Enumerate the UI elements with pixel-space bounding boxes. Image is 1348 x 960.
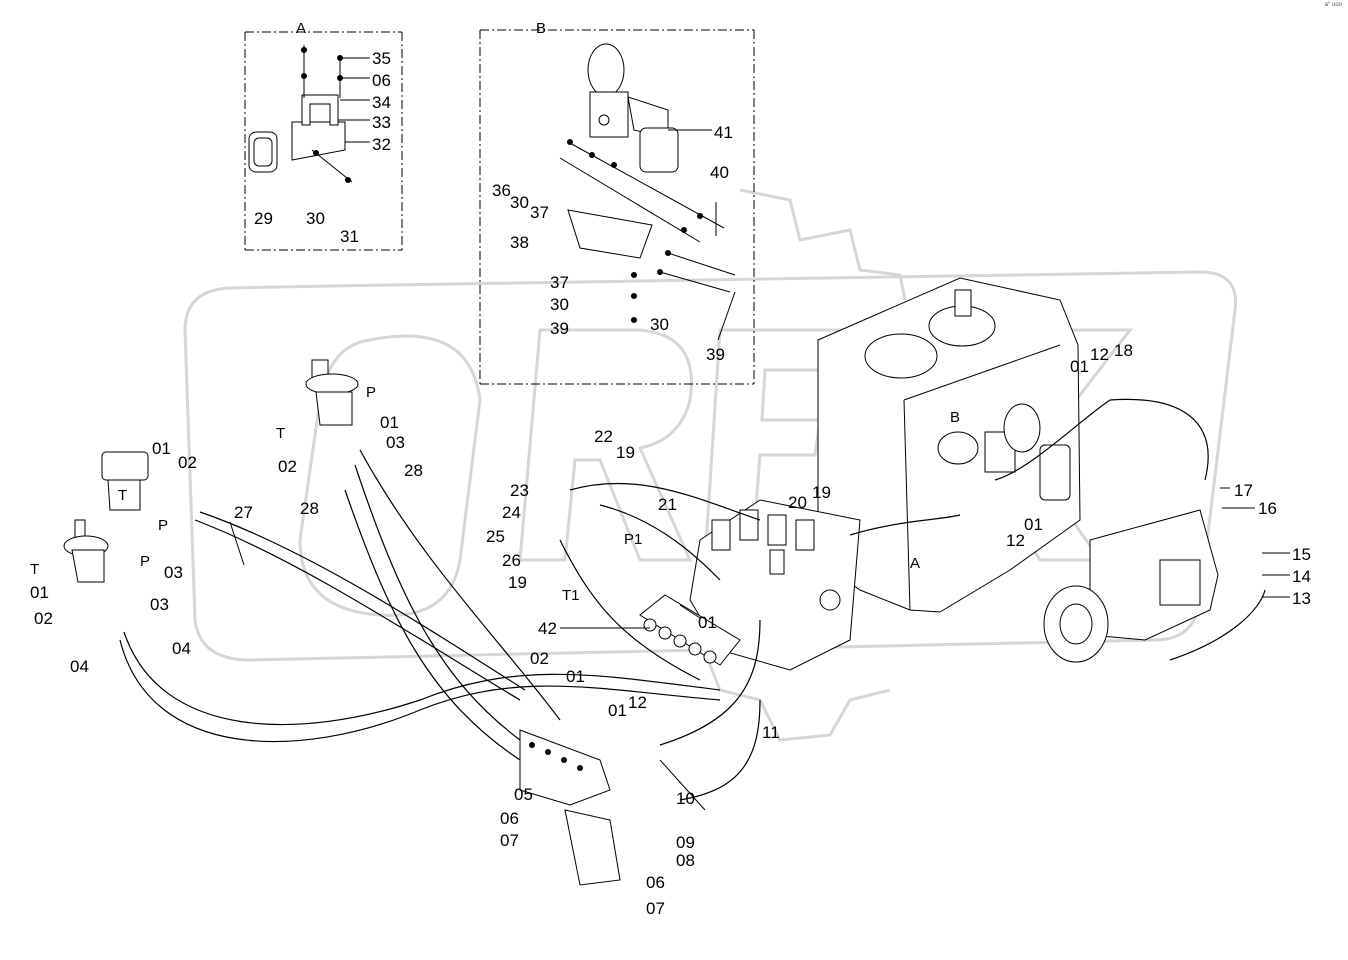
hose-runs	[119, 398, 1266, 801]
pilot-valve-block	[639, 594, 741, 666]
callout-16: 16	[1258, 499, 1277, 518]
callout-p-lf: P	[140, 553, 150, 570]
callout-t-lr: T	[118, 487, 127, 504]
callout-36: 36	[492, 181, 511, 200]
control-valve	[689, 499, 861, 671]
callout-05: 05	[514, 785, 533, 804]
callout-27: 27	[234, 503, 253, 522]
callout-02-mf: 02	[530, 649, 549, 668]
callout-03-right: 03	[386, 433, 405, 452]
callout-02-lr: 02	[178, 453, 197, 472]
callout-01-mf: 01	[566, 667, 585, 686]
callout-33: 33	[372, 113, 391, 132]
callout-numbers: 35 06 34 33 32 29 30 31 41 40 36 30 37 3…	[30, 49, 1311, 918]
callout-b-tank: B	[950, 409, 960, 426]
callout-01-tank-b: 01	[1024, 515, 1043, 534]
callout-p1: P1	[624, 531, 642, 548]
callout-30: 30	[306, 209, 325, 228]
callout-12-tank-b: 12	[1006, 531, 1025, 550]
callout-t-right: T	[276, 425, 285, 442]
callout-32: 32	[372, 135, 391, 154]
callout-02-right: 02	[278, 457, 297, 476]
callout-06: 06	[372, 71, 391, 90]
callout-23: 23	[510, 481, 529, 500]
detail-frame-a: A	[244, 20, 403, 251]
callout-03-lr: 03	[164, 563, 183, 582]
callout-t1: T1	[562, 587, 580, 604]
callout-12-tank: 12	[1090, 345, 1109, 364]
callout-07-mf: 07	[500, 831, 519, 850]
hydraulic-tank	[817, 277, 1081, 613]
callout-14: 14	[1292, 567, 1311, 586]
callout-01-cv: 01	[698, 613, 717, 632]
detail-b-label: B	[536, 20, 546, 37]
callout-39-b: 39	[706, 345, 725, 364]
callout-37-b: 37	[550, 273, 569, 292]
joystick-right	[305, 359, 359, 426]
callout-34: 34	[372, 93, 391, 112]
callout-28-left: 28	[300, 499, 319, 518]
callout-01-tank: 01	[1070, 357, 1089, 376]
callout-24: 24	[502, 503, 521, 522]
leader-lines	[229, 57, 1290, 811]
callout-18: 18	[1114, 341, 1133, 360]
detail-b-valve	[559, 43, 736, 323]
callout-20: 20	[788, 493, 807, 512]
callout-08: 08	[676, 851, 695, 870]
callout-19-c: 19	[812, 483, 831, 502]
callout-02-lf: 02	[34, 609, 53, 628]
callout-42: 42	[538, 619, 557, 638]
callout-t-lf: T	[30, 561, 39, 578]
callout-41: 41	[714, 123, 733, 142]
callout-04-left: 04	[70, 657, 89, 676]
callout-22: 22	[594, 427, 613, 446]
detail-a-bracket	[248, 45, 353, 183]
callout-30-c: 30	[550, 295, 569, 314]
callout-01-right: 01	[380, 413, 399, 432]
callout-03-lf: 03	[150, 595, 169, 614]
pilot-manifold	[519, 729, 621, 886]
callout-01-mf-b: 01	[608, 701, 627, 720]
callout-01-lr: 01	[152, 439, 171, 458]
callout-07-mf-b: 07	[646, 899, 665, 918]
callout-p-right: P	[366, 384, 376, 401]
callout-10: 10	[676, 789, 695, 808]
callout-39: 39	[550, 319, 569, 338]
callout-29: 29	[254, 209, 273, 228]
callout-19-a: 19	[616, 443, 635, 462]
joystick-left-front	[63, 519, 109, 583]
callout-15: 15	[1292, 545, 1311, 564]
callout-13: 13	[1292, 589, 1311, 608]
callout-26: 26	[502, 551, 521, 570]
callout-06-mf: 06	[500, 809, 519, 828]
corner-mark: a° ooo	[1324, 2, 1342, 8]
callout-04-right: 04	[172, 639, 191, 658]
callout-28-right: 28	[404, 461, 423, 480]
detail-a-label: A	[296, 20, 306, 37]
callout-40: 40	[710, 163, 729, 182]
callout-30-b: 30	[510, 193, 529, 212]
callout-30-d: 30	[650, 315, 669, 334]
callout-25: 25	[486, 527, 505, 546]
callout-38: 38	[510, 233, 529, 252]
callout-12-mf: 12	[628, 693, 647, 712]
main-pump	[1043, 509, 1219, 663]
callout-35: 35	[372, 49, 391, 68]
callout-31: 31	[340, 227, 359, 246]
callout-01-lf: 01	[30, 583, 49, 602]
callout-17: 17	[1234, 481, 1253, 500]
callout-19-b: 19	[508, 573, 527, 592]
detail-frame-b: B	[479, 20, 755, 385]
callout-37: 37	[530, 203, 549, 222]
callout-06-mf-b: 06	[646, 873, 665, 892]
callout-a-tank: A	[910, 555, 920, 572]
callout-11: 11	[762, 723, 780, 742]
joystick-left-rear	[101, 451, 149, 511]
callout-p-lr: P	[158, 517, 168, 534]
callout-09: 09	[676, 833, 695, 852]
callout-21: 21	[658, 495, 677, 514]
